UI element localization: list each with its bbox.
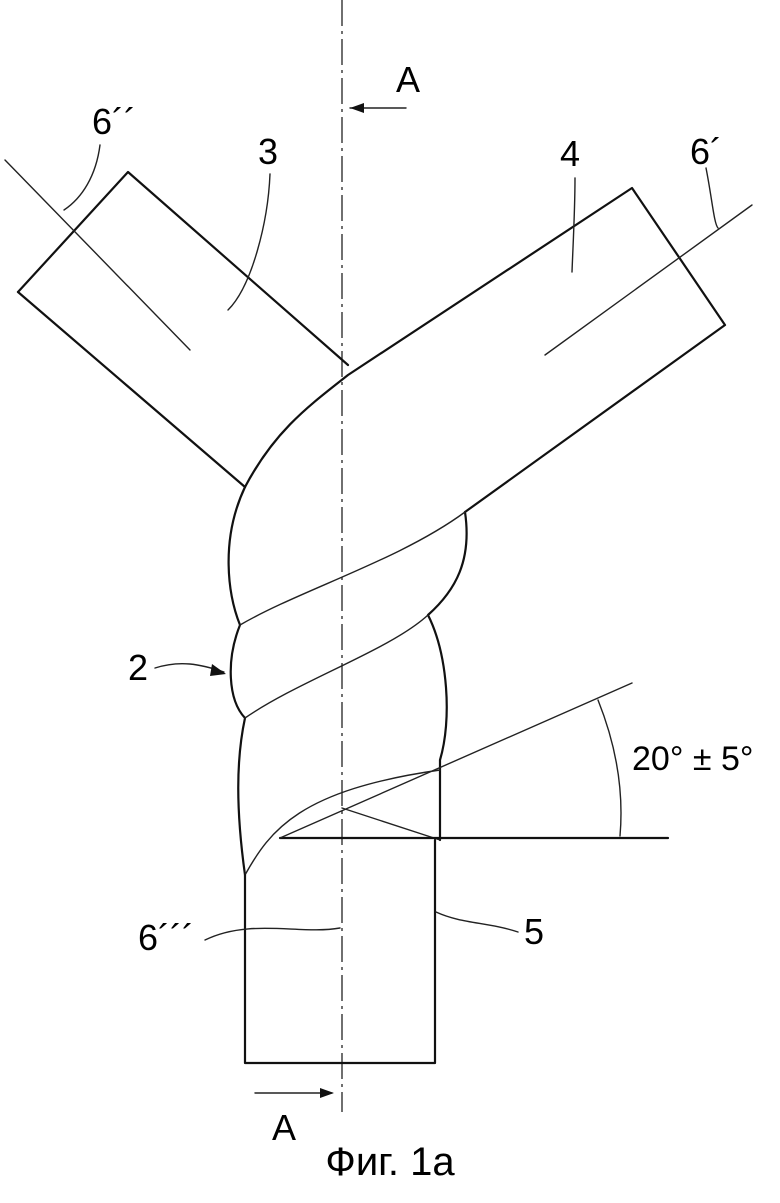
section-marker-top (350, 103, 406, 113)
section-label-top: A (396, 59, 420, 100)
label-axis-bottom: 6´´´ (138, 917, 194, 958)
label-axis-left: 6´´ (92, 101, 136, 142)
axis-line-right (545, 205, 752, 355)
angle-arc (598, 700, 621, 836)
label-branch-left: 3 (258, 131, 278, 172)
arrowhead-twisted-part (210, 664, 226, 676)
leader-axis-left (64, 145, 100, 210)
label-axis-right: 6´ (690, 131, 722, 172)
section-marker-bottom (255, 1088, 334, 1098)
stem (245, 840, 435, 1063)
label-stem: 5 (524, 911, 544, 952)
label-twisted-part: 2 (128, 647, 148, 688)
figure-caption: Фиг. 1а (0, 1140, 780, 1185)
leader-axis-bottom (205, 928, 340, 940)
twisted-part (229, 487, 467, 875)
helix-angle-line (280, 683, 632, 838)
axis-line-left (5, 160, 190, 350)
leader-axis-right (706, 168, 718, 228)
label-angle: 20° ± 5° (632, 740, 753, 778)
branch-right (245, 188, 725, 512)
label-branch-right: 4 (560, 133, 580, 174)
leader-branch-right (572, 178, 575, 272)
leader-stem (436, 912, 518, 932)
branch-left (18, 172, 348, 487)
